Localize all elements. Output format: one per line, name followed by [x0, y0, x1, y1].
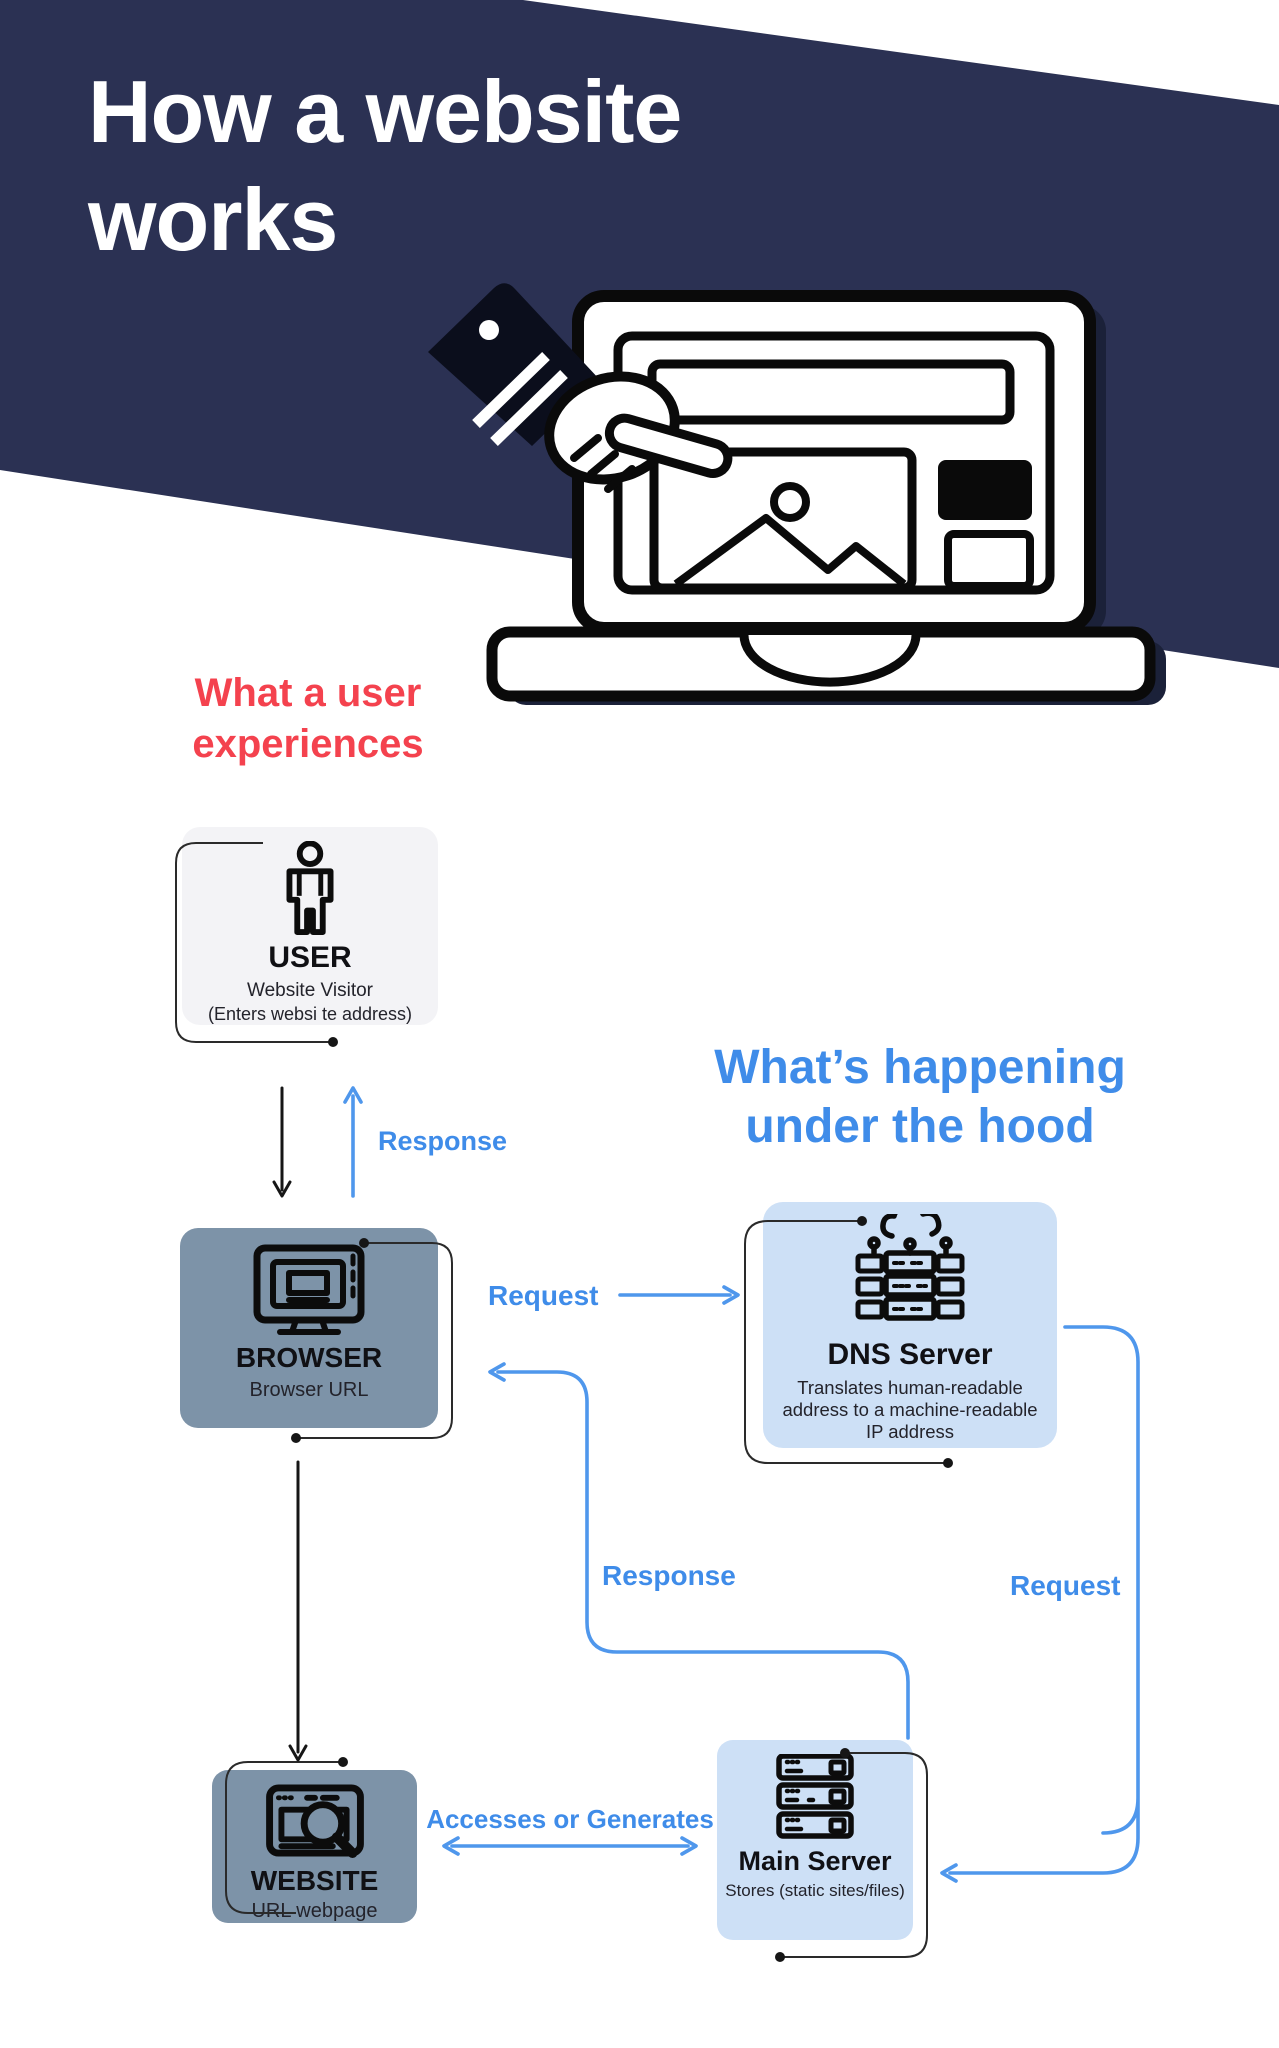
website-node-title: WEBSITE [250, 1865, 379, 1896]
browser-node-title: BROWSER [235, 1342, 383, 1373]
request-label-dns: Request [488, 1280, 599, 1311]
request-label-main: Request [1010, 1570, 1121, 1601]
main-server-node-sub1: Stores (static sites/files) [725, 1881, 905, 1900]
browser-node-sub1: Browser URL [249, 1379, 369, 1401]
browser-search-icon [265, 1784, 364, 1859]
cloud-servers-icon [855, 1214, 965, 1321]
arrowhead-left-icon [442, 1836, 460, 1856]
server-stack-icon [776, 1754, 854, 1839]
arrowhead-right-icon [722, 1285, 740, 1305]
arrowhead-up-icon [343, 1086, 363, 1104]
accesses-generates-label: Accesses or Generates [426, 1804, 714, 1834]
arrowhead-down-icon [272, 1180, 292, 1198]
browser-node: BROWSER Browser URL [180, 1228, 438, 1428]
dns-node-title: DNS Server [827, 1338, 993, 1371]
laptop-base-notch [739, 634, 921, 687]
monitor-icon [253, 1244, 365, 1335]
user-experience-heading-line1: What a user [194, 671, 422, 715]
user-node: USER Website Visitor (Enters websi te ad… [182, 827, 438, 1025]
response-label-user: Response [378, 1126, 508, 1156]
website-node: WEBSITE URL webpage [212, 1770, 417, 1923]
arrowhead-right-icon [680, 1836, 698, 1856]
response-label-main: Response [602, 1560, 736, 1591]
user-node-title: USER [268, 941, 352, 974]
page-title-line2: works [88, 170, 338, 269]
dns-node-desc2: address to a machine-readable [782, 1399, 1038, 1420]
user-node-sub2: (Enters websi te address) [207, 1004, 413, 1024]
user-experience-heading: What a user experiences [78, 668, 538, 770]
person-icon [286, 841, 334, 935]
under-hood-heading-line1: What’s happening [714, 1041, 1126, 1094]
user-node-sub1: Website Visitor [246, 980, 373, 1001]
under-hood-heading: What’s happening under the hood [640, 1038, 1200, 1156]
arrowhead-left-icon [940, 1863, 958, 1883]
main-server-node: Main Server Stores (static sites/files) [717, 1740, 913, 1940]
page-title-line1: How a website [88, 62, 682, 161]
page-title: How a website works [88, 58, 848, 274]
arrowhead-left-icon [488, 1362, 506, 1382]
arrowhead-down-icon [288, 1744, 308, 1762]
under-hood-heading-line2: under the hood [745, 1100, 1095, 1153]
laptop-base [486, 626, 1156, 702]
user-experience-heading-line2: experiences [192, 722, 424, 766]
website-node-sub1: URL webpage [251, 1900, 378, 1922]
dns-node: DNS Server Translates human-readable add… [763, 1202, 1057, 1448]
main-server-node-title: Main Server [738, 1846, 892, 1876]
dns-node-desc3: IP address [865, 1421, 955, 1442]
dns-node-desc1: Translates human-readable [797, 1377, 1023, 1398]
